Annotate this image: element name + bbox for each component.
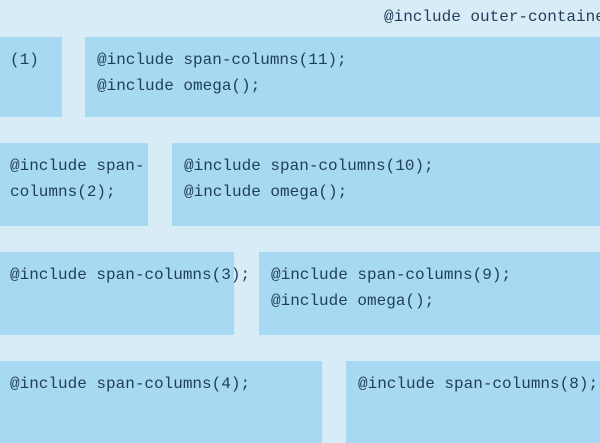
code-line: columns(2);	[10, 183, 116, 201]
grid-box-span-9: @include span-columns(9); @include omega…	[259, 252, 600, 335]
code-line: @include span-columns(11);	[97, 51, 347, 69]
grid-box-span-2: @include span- columns(2);	[0, 143, 148, 226]
grid-box-span-4: @include span-columns(4);	[0, 361, 322, 443]
code-line: @include span-columns(9);	[271, 266, 512, 284]
grid-box-span-10: @include span-columns(10); @include omeg…	[172, 143, 600, 226]
grid-box-span-11: @include span-columns(11); @include omeg…	[85, 37, 600, 117]
code-line: @include omega();	[271, 292, 435, 310]
code-line: @include omega();	[184, 183, 348, 201]
code-line: @include omega();	[97, 77, 261, 95]
code-line: @include span-columns(8);	[358, 375, 599, 393]
code-line: @include span-columns(10);	[184, 157, 434, 175]
neat-grid-demo-page: { "page": { "heading_code": "@include ou…	[0, 8, 600, 443]
outer-container-code-heading: @include outer-container;	[384, 8, 600, 26]
grid-box-span-3: @include span-columns(3);	[0, 252, 251, 335]
grid-box-span-1: (1)	[0, 37, 62, 117]
code-line: @include span-	[10, 157, 145, 175]
code-line: (1)	[10, 51, 39, 69]
code-line: @include span-columns(4);	[10, 375, 251, 393]
code-line: @include span-columns(3);	[10, 266, 251, 284]
grid-box-span-8: @include span-columns(8);	[346, 361, 600, 443]
